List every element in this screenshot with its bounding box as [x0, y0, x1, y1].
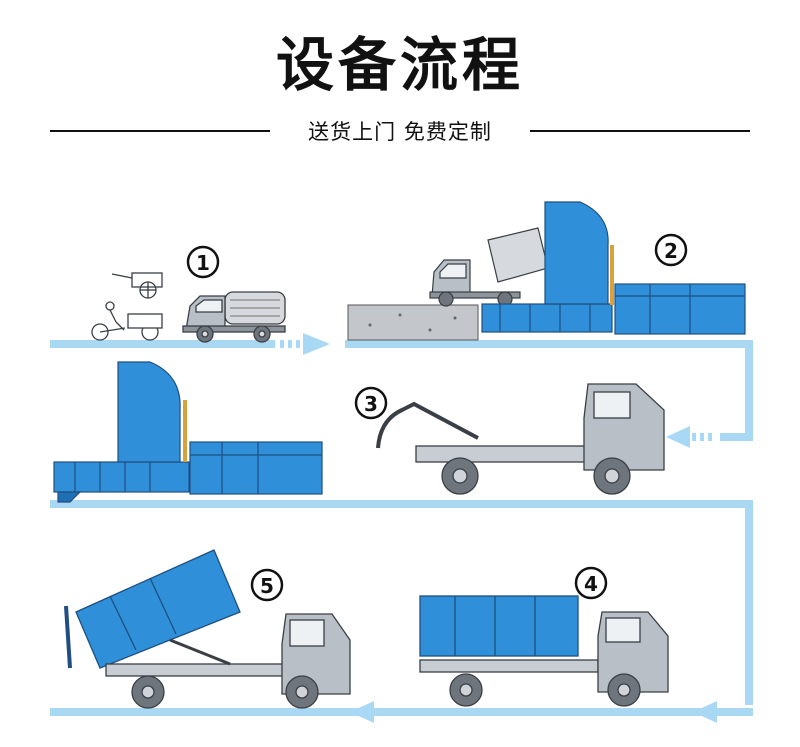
divider-left [50, 130, 270, 132]
step-5-number: 5 [250, 568, 284, 602]
container-loaded-icon [189, 441, 323, 495]
hooklift-truck-empty-icon [376, 383, 665, 495]
page-subtitle: 送货上门 免费定制 [308, 120, 492, 144]
hooklift-truck-unloading-icon [64, 549, 351, 709]
small-garbage-truck-icon [182, 291, 286, 343]
step-3-number: 3 [354, 386, 388, 420]
garbage-cart-icon [111, 272, 163, 299]
flow-path [50, 333, 753, 723]
page-title: 设备流程 [275, 31, 524, 99]
container-step2-icon [614, 283, 746, 335]
compactor-frame-icon [481, 201, 614, 333]
concrete-platform-icon [347, 304, 479, 341]
svg-text:3: 3 [364, 392, 378, 416]
compactor-station-icon [53, 361, 190, 503]
svg-text:2: 2 [664, 239, 678, 263]
step-4-number: 4 [574, 566, 608, 600]
divider-right [530, 130, 750, 132]
svg-text:4: 4 [584, 572, 598, 596]
step-1-number: 1 [186, 245, 220, 279]
svg-text:5: 5 [260, 574, 274, 598]
step-2-number: 2 [654, 233, 688, 267]
dumping-truck-icon [429, 227, 549, 307]
svg-text:1: 1 [196, 251, 210, 275]
hooklift-truck-loaded-icon [419, 595, 669, 707]
tricycle-icon [91, 301, 163, 341]
